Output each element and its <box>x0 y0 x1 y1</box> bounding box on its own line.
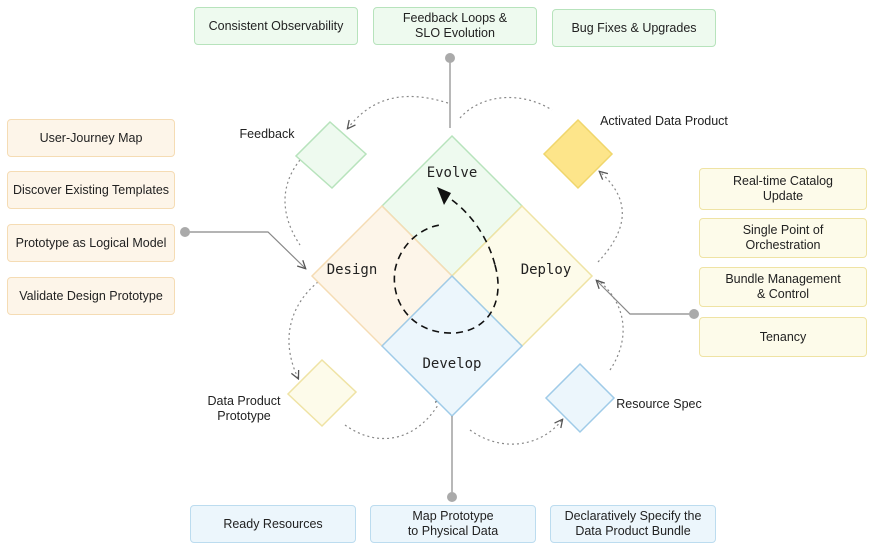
bottom-box-ready-resources: Ready Resources <box>190 505 356 543</box>
right-box-tenancy: Tenancy <box>699 317 867 357</box>
left-box-discover-templates: Discover Existing Templates <box>7 171 175 209</box>
connector-top <box>445 53 455 128</box>
phase-deploy-label: Deploy <box>521 262 572 278</box>
data-product-prototype-label: Data Product Prototype <box>207 394 281 423</box>
phase-develop-label: Develop <box>422 356 481 372</box>
left-box-user-journey-map: User-Journey Map <box>7 119 175 157</box>
bottom-box-declaratively-specify: Declaratively Specify the Data Product B… <box>550 505 716 543</box>
activated-data-product-artifact <box>542 118 614 190</box>
feedback-artifact <box>294 120 368 190</box>
data-product-prototype-artifact <box>286 358 358 428</box>
cycle-arrow-head <box>437 187 451 205</box>
connector-left <box>180 227 305 268</box>
connector-right <box>597 281 699 319</box>
cycle-arrow-tail <box>451 199 496 266</box>
loop-develop-to-resource <box>469 420 562 445</box>
phase-evolve-label: Evolve <box>427 165 478 181</box>
loop-prototype-to-develop <box>344 398 442 440</box>
cycle-arrow <box>393 224 499 334</box>
top-box-feedback-loops: Feedback Loops & SLO Evolution <box>373 7 537 45</box>
right-box-orchestration: Single Point of Orchestration <box>699 218 867 258</box>
connector-bottom <box>447 416 457 502</box>
loop-evolve-to-activated <box>459 96 553 119</box>
feedback-label: Feedback <box>239 127 295 141</box>
right-box-bundle-management: Bundle Management & Control <box>699 267 867 307</box>
resource-spec-label: Resource Spec <box>616 397 702 411</box>
activated-data-product-label: Activated Data Product <box>600 114 728 128</box>
phase-design-label: Design <box>327 262 378 278</box>
loop-feedback-to-design <box>348 95 449 128</box>
top-box-bug-fixes: Bug Fixes & Upgrades <box>552 9 716 47</box>
loop-design-to-prototype <box>288 281 319 378</box>
resource-spec-artifact <box>544 362 616 434</box>
right-box-catalog-update: Real-time Catalog Update <box>699 168 867 210</box>
left-box-prototype-logical-model: Prototype as Logical Model <box>7 224 175 262</box>
loop-activated-from-deploy <box>597 172 623 263</box>
top-box-consistent-observability: Consistent Observability <box>194 7 358 45</box>
loop-feedback-down <box>284 159 301 246</box>
bottom-box-map-prototype: Map Prototype to Physical Data <box>370 505 536 543</box>
loop-resource-up <box>597 279 624 371</box>
left-box-validate-design: Validate Design Prototype <box>7 277 175 315</box>
